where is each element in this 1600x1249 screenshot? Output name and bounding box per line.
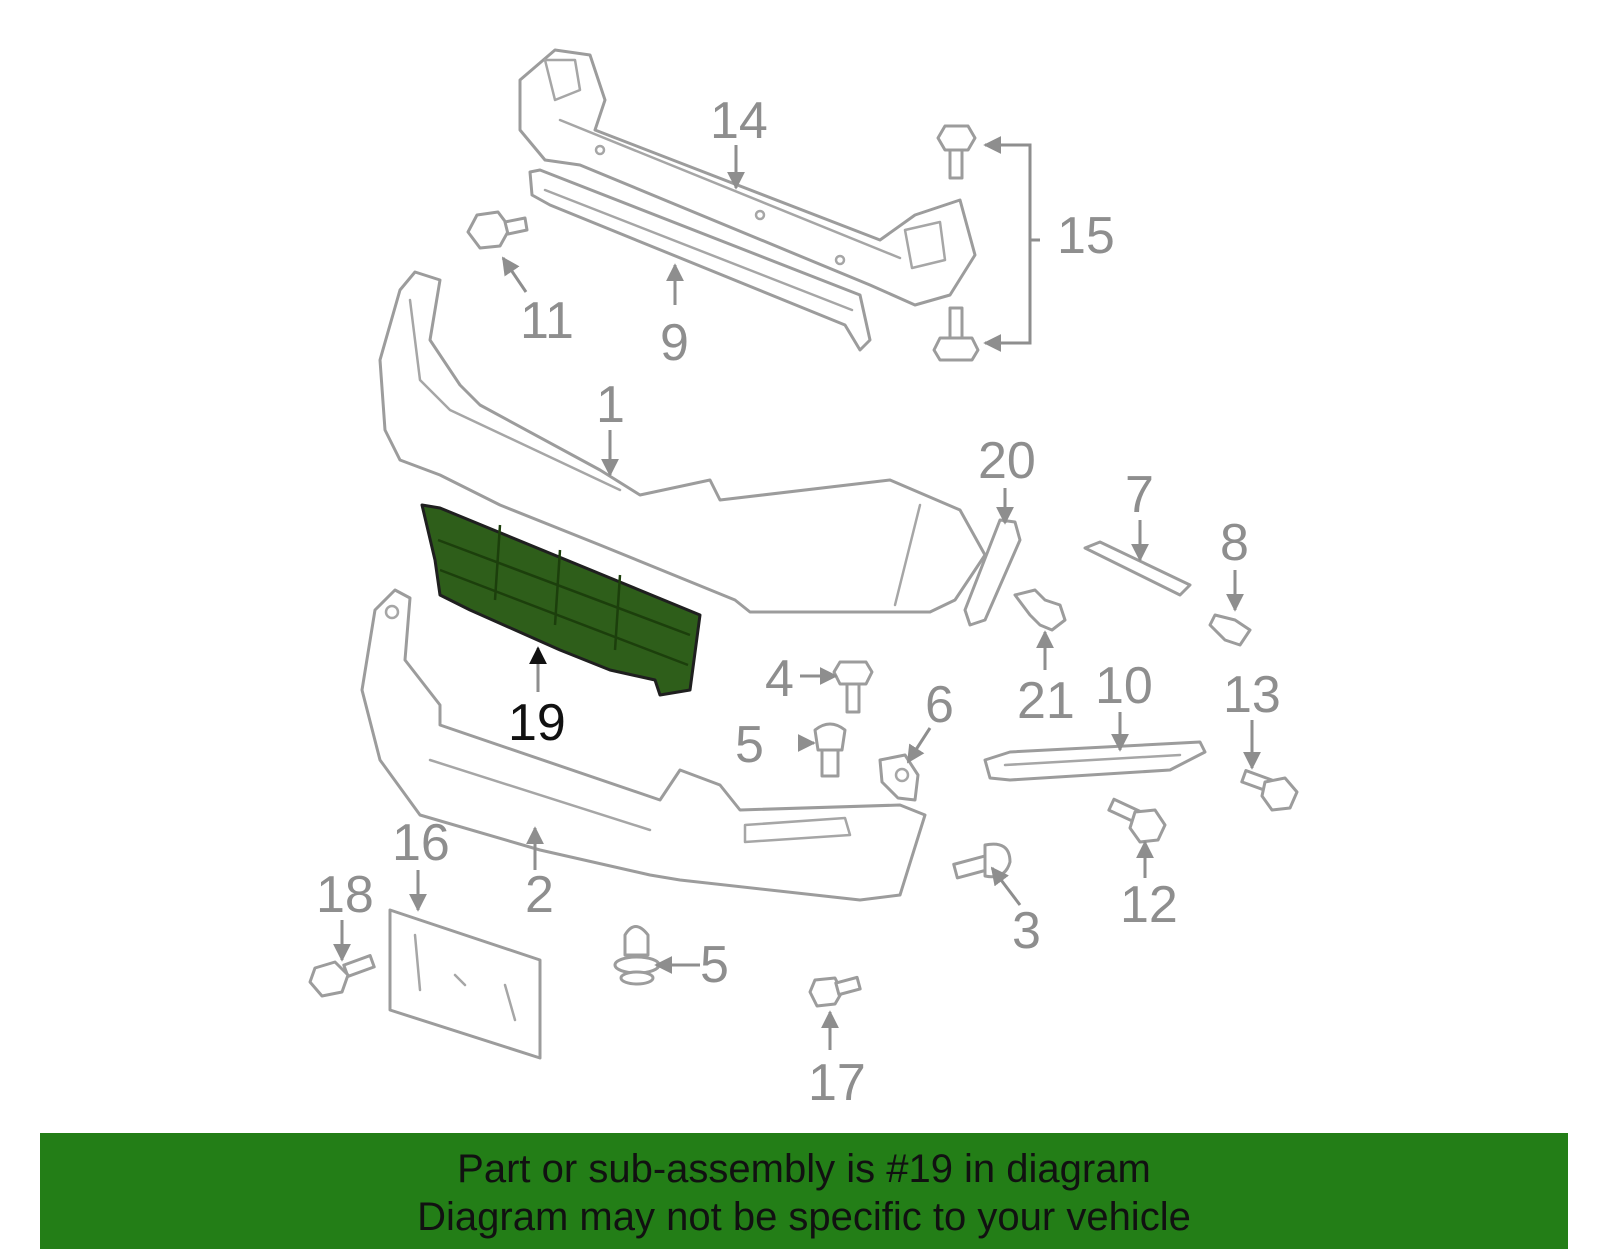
part-18-bolt — [308, 954, 376, 998]
callout-2: 2 — [525, 866, 554, 924]
part-6-clip-nut — [878, 753, 920, 802]
part-21-bolt — [1013, 588, 1067, 632]
part-12-bolt — [1107, 797, 1167, 844]
part-5-clip-upper — [813, 722, 847, 778]
callout-labels: 14 15 11 9 1 20 7 8 10 21 13 4 6 19 5 16… — [316, 92, 1281, 1112]
callout-3: 3 — [1012, 902, 1041, 960]
callout-16: 16 — [392, 814, 450, 872]
part-7-molding — [1083, 540, 1192, 597]
callout-4: 4 — [765, 650, 794, 708]
callout-10: 10 — [1095, 657, 1153, 715]
part-10-bracket — [983, 740, 1207, 782]
part-9-absorber — [528, 168, 872, 352]
part-11-bolt — [466, 210, 529, 250]
info-banner: Part or sub-assembly is #19 in diagram D… — [40, 1133, 1568, 1249]
callout-17: 17 — [808, 1054, 866, 1112]
callout-21: 21 — [1017, 672, 1075, 730]
part-3-bolt — [952, 842, 1012, 880]
callout-18: 18 — [316, 866, 374, 924]
callout-6: 6 — [925, 676, 954, 734]
part-17-bolt — [808, 975, 862, 1008]
part-13-bolt — [1240, 769, 1299, 812]
callout-5-lower: 5 — [700, 936, 729, 994]
part-20-side-bracket — [963, 518, 1022, 627]
callout-19: 19 — [508, 694, 566, 752]
part-19-grille-highlighted — [420, 503, 702, 697]
part-2-lower-bumper — [360, 588, 927, 902]
part-8-bolt — [1208, 613, 1252, 647]
callout-20: 20 — [978, 432, 1036, 490]
leader-lines — [333, 136, 1261, 1050]
callout-12: 12 — [1120, 876, 1178, 934]
callout-9: 9 — [660, 314, 689, 372]
part-5-clip-lower — [613, 925, 661, 986]
callout-15: 15 — [1057, 207, 1115, 265]
banner-line-disclaimer: Diagram may not be specific to your vehi… — [417, 1195, 1191, 1239]
part-16-license-bracket — [388, 908, 542, 1060]
callout-11: 11 — [520, 292, 574, 350]
callout-7: 7 — [1125, 466, 1154, 524]
part-4-bolt — [832, 660, 874, 714]
part-15-bolts — [932, 124, 980, 362]
callout-8: 8 — [1220, 514, 1249, 572]
callout-1: 1 — [596, 376, 625, 434]
part-1-bumper-cover — [378, 270, 987, 614]
callout-14: 14 — [710, 92, 768, 150]
callout-5-upper: 5 — [735, 716, 764, 774]
callout-13: 13 — [1223, 666, 1281, 724]
banner-line-part-number: Part or sub-assembly is #19 in diagram — [457, 1147, 1151, 1191]
